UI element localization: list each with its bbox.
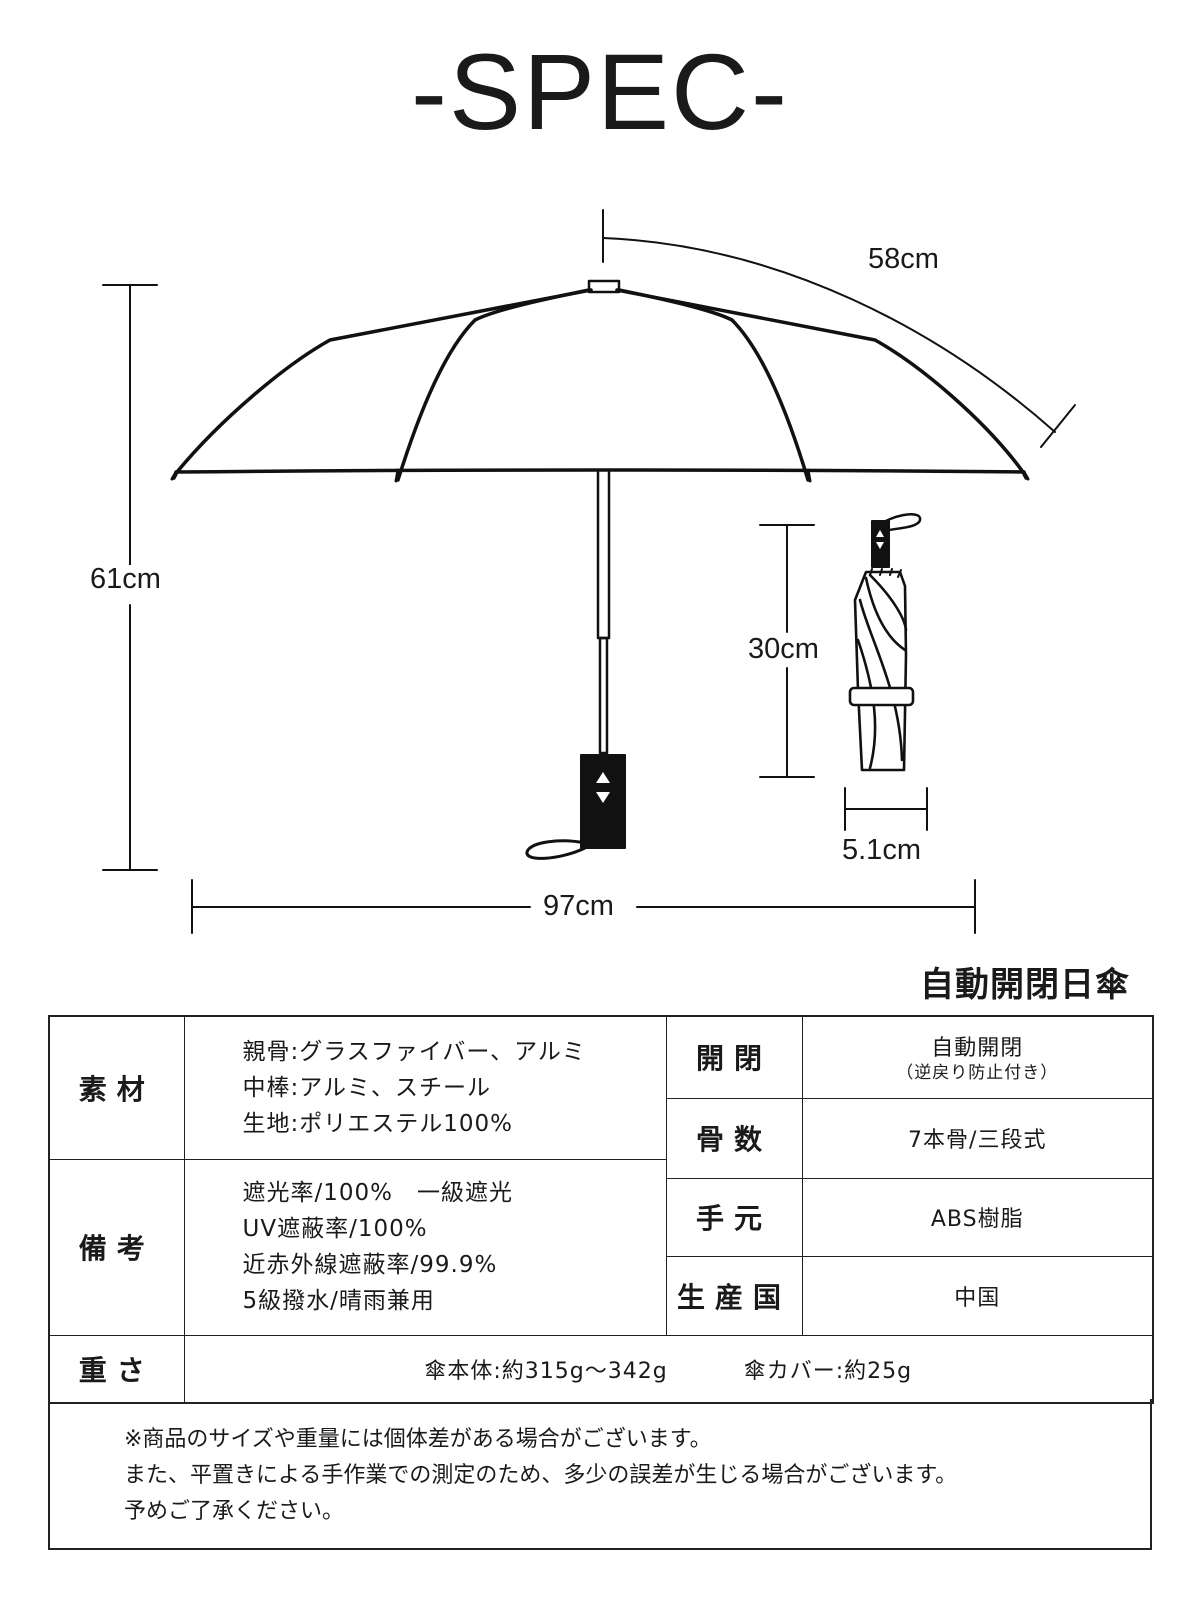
disclaimer: ※商品のサイズや重量には個体差がある場合がございます。 また、平置きによる手作業… xyxy=(48,1399,1152,1550)
handle-label: 手元 xyxy=(665,1177,803,1257)
weight-value: 傘本体:約315g～342g 傘カバー:約25g xyxy=(183,1334,1154,1404)
notes-label: 備考 xyxy=(48,1158,185,1336)
material-line: 生地:ポリエステル100% xyxy=(242,1110,514,1137)
open-close-text: 自動開閉 xyxy=(931,1036,1024,1062)
folded-umbrella-icon xyxy=(848,513,922,772)
weight-body: 傘本体:約315g～342g xyxy=(424,1358,668,1384)
disclaimer-line: ※商品のサイズや重量には個体差がある場合がございます。 xyxy=(124,1427,712,1452)
weight-label: 重さ xyxy=(48,1334,185,1404)
spec-table: 素材 親骨:グラスファイバー、アルミ 中棒:アルミ、スチール 生地:ポリエステル… xyxy=(48,1015,1154,1404)
material-value: 親骨:グラスファイバー、アルミ 中棒:アルミ、スチール 生地:ポリエステル100… xyxy=(183,1015,667,1160)
material-label: 素材 xyxy=(48,1015,185,1160)
origin-label: 生産国 xyxy=(665,1255,803,1336)
open-umbrella-icon xyxy=(170,279,1030,860)
open-close-label: 開閉 xyxy=(665,1015,803,1099)
origin-value: 中国 xyxy=(801,1255,1154,1336)
ribs-label: 骨数 xyxy=(665,1097,803,1179)
material-line: 中棒:アルミ、スチール xyxy=(242,1074,492,1101)
page-title: -SPEC- xyxy=(410,31,790,152)
disclaimer-line: また、平置きによる手作業での測定のため、多少の誤差が生じる場合がございます。 xyxy=(124,1463,958,1488)
open-close-value: 自動開閉 （逆戻り防止付き） xyxy=(801,1015,1154,1099)
notes-line: 遮光率/100% 一級遮光 xyxy=(242,1180,514,1206)
ribs-value: 7本骨/三段式 xyxy=(801,1097,1154,1179)
rib-length-label: 58cm xyxy=(862,245,945,274)
open-width-label: 97cm xyxy=(537,892,620,921)
folded-length-label: 30cm xyxy=(742,635,825,664)
total-height-label: 61cm xyxy=(84,565,167,594)
dimension-lines xyxy=(102,209,1076,934)
product-name: 自動開閉日傘 xyxy=(920,965,1130,1005)
disclaimer-line: 予めご了承ください。 xyxy=(124,1499,345,1524)
notes-value: 遮光率/100% 一級遮光 UV遮蔽率/100% 近赤外線遮蔽率/99.9% 5… xyxy=(183,1158,667,1336)
notes-line: 5級撥水/晴雨兼用 xyxy=(242,1288,435,1314)
notes-line: UV遮蔽率/100% xyxy=(242,1216,428,1242)
umbrella-diagram xyxy=(102,209,1076,934)
folded-diameter-label: 5.1cm xyxy=(836,836,927,865)
material-line: 親骨:グラスファイバー、アルミ xyxy=(242,1038,586,1065)
weight-cover: 傘カバー:約25g xyxy=(743,1358,913,1384)
handle-value: ABS樹脂 xyxy=(801,1177,1154,1257)
open-close-sub: （逆戻り防止付き） xyxy=(896,1063,1059,1084)
notes-line: 近赤外線遮蔽率/99.9% xyxy=(242,1252,498,1278)
